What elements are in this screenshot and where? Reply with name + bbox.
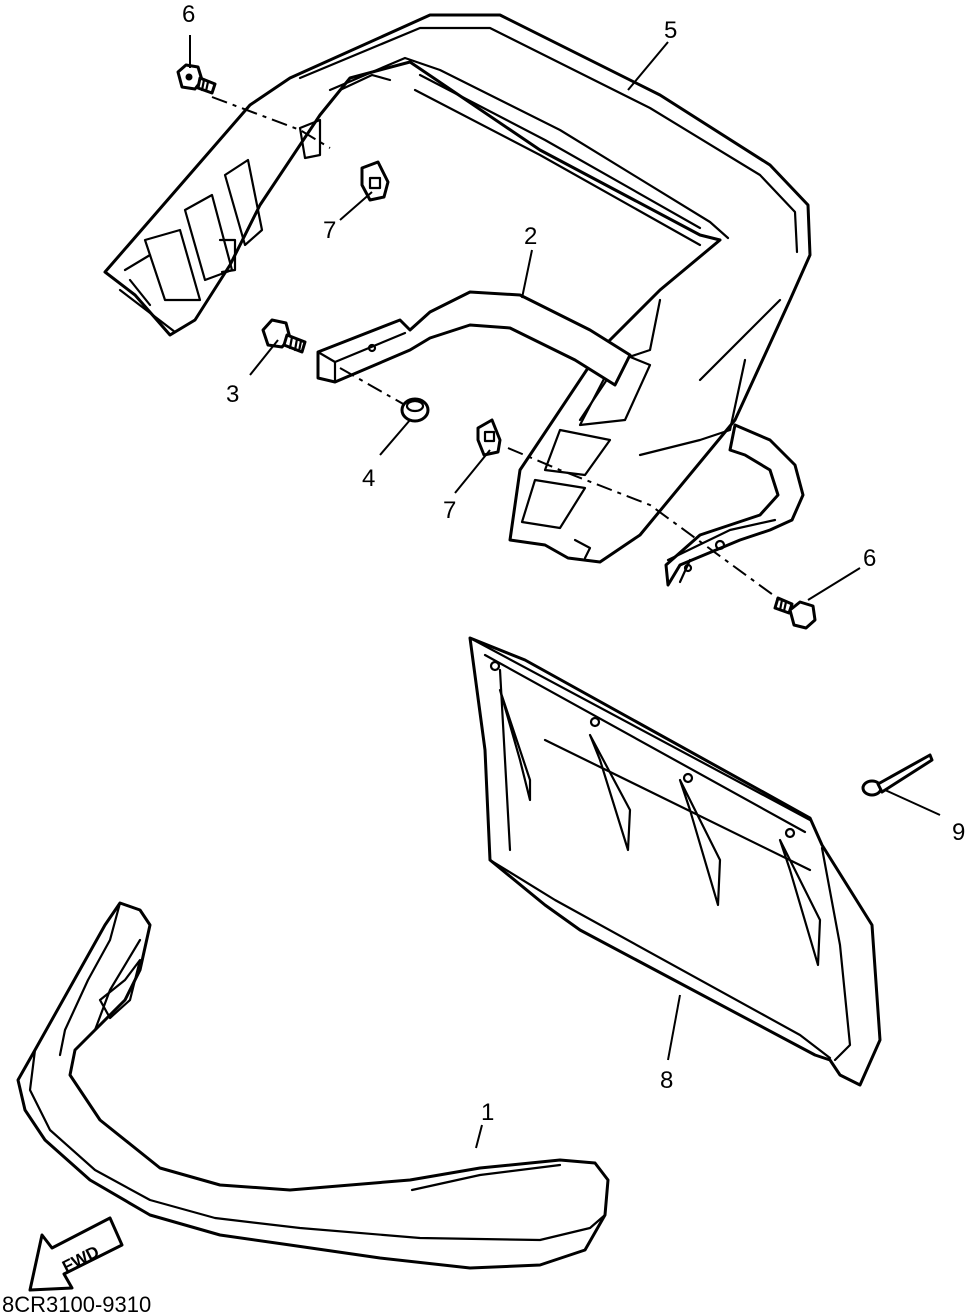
callout-6-lower: 6 [863, 545, 876, 572]
callout-7-lower: 7 [443, 497, 456, 524]
leader-lines [189, 35, 941, 1149]
part-3-bolt[interactable] [261, 318, 307, 354]
part-7-clip-nut-upper[interactable] [360, 160, 390, 202]
part-5-rear-frame[interactable] [103, 13, 812, 564]
callout-3: 3 [226, 381, 239, 408]
callout-7-upper: 7 [323, 217, 336, 244]
part-8-panel[interactable] [468, 636, 882, 1087]
part-1-front-bumper[interactable] [16, 901, 610, 1270]
callout-8: 8 [660, 1067, 673, 1094]
part-9-rivet[interactable] [861, 753, 934, 797]
callout-1: 1 [481, 1099, 494, 1126]
callout-9: 9 [952, 819, 965, 846]
part-4-collar[interactable] [400, 397, 430, 423]
callout-5: 5 [664, 17, 677, 44]
callout-2: 2 [524, 223, 537, 250]
part-6-bolt-upper[interactable] [176, 63, 217, 95]
callout-4: 4 [362, 465, 375, 492]
assembly-lines [211, 96, 781, 601]
part-6-bolt-lower[interactable] [773, 596, 817, 630]
part-2-frame-bracket[interactable] [316, 290, 805, 587]
fwd-arrow-icon: FWD [28, 1216, 124, 1292]
callout-6-upper: 6 [182, 1, 195, 28]
part-7-clip-nut-lower[interactable] [476, 418, 502, 457]
drawing-code: 8CR3100-9310 [2, 1292, 151, 1316]
